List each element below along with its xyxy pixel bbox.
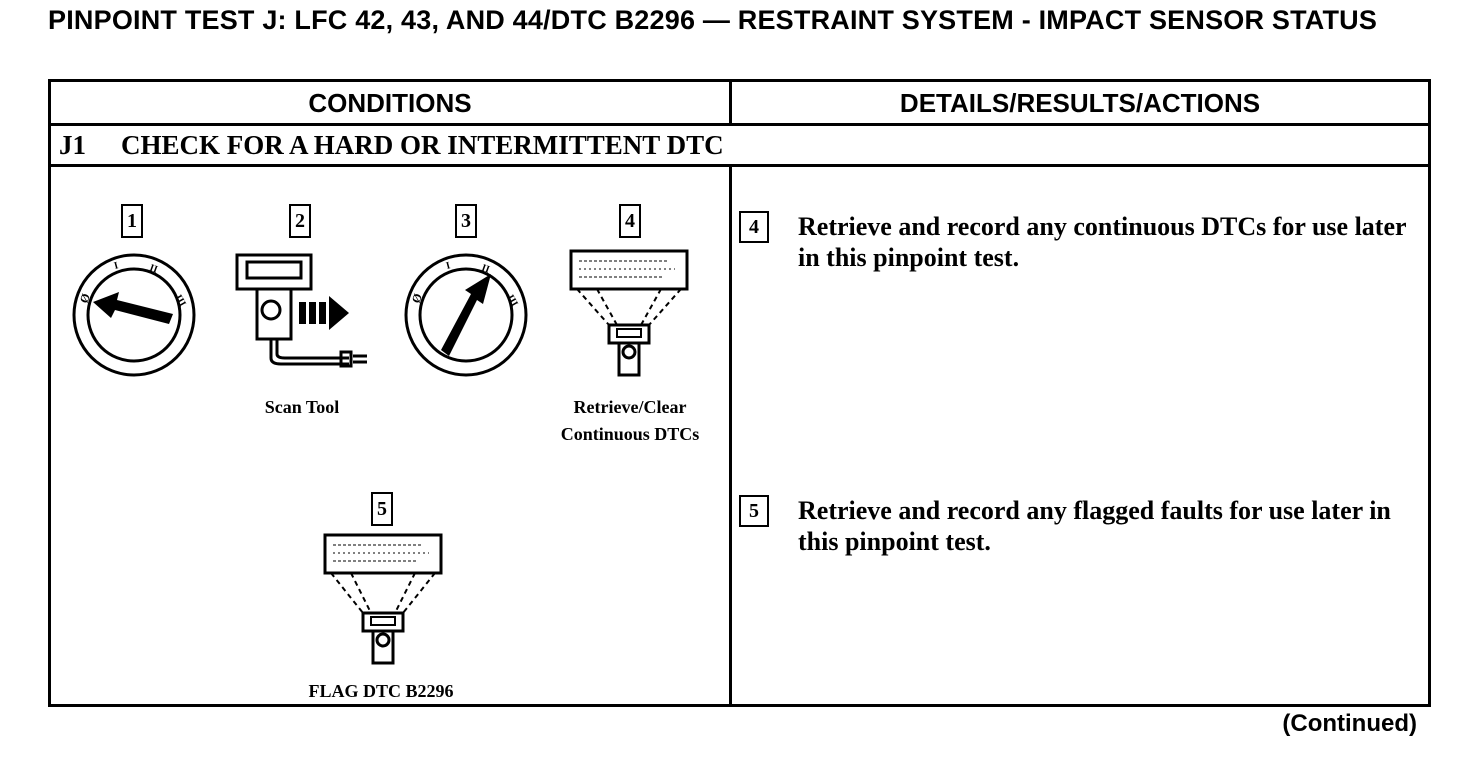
svg-text:II: II — [148, 262, 159, 275]
svg-text:I: I — [113, 260, 120, 272]
condition-number: 2 — [289, 204, 311, 238]
svg-text:Ø: Ø — [77, 291, 93, 305]
ignition-switch-off-icon: Ø I II III — [72, 253, 196, 377]
action-text: Retrieve and record any flagged faults f… — [798, 496, 1391, 556]
table-header-row: CONDITIONS DETAILS/RESULTS/ACTIONS — [51, 82, 1428, 126]
condition-number: 5 — [371, 492, 393, 526]
conditions-header: CONDITIONS — [308, 88, 472, 118]
scan-tool-display-icon — [323, 533, 443, 665]
condition-caption-line: Retrieve/Clear — [573, 397, 687, 417]
step-id: J1 — [59, 130, 86, 160]
svg-text:II: II — [480, 262, 491, 275]
pinpoint-table: CONDITIONS DETAILS/RESULTS/ACTIONS J1 CHE… — [48, 79, 1431, 707]
actions-header: DETAILS/RESULTS/ACTIONS — [899, 88, 1261, 118]
action-item: 4 Retrieve and record any continuous DTC… — [739, 211, 1419, 281]
action-number: 5 — [739, 495, 769, 527]
column-divider — [729, 82, 732, 123]
svg-text:III: III — [504, 293, 519, 309]
condition-caption: Retrieve/Clear Continuous DTCs — [545, 394, 715, 448]
svg-text:Ø: Ø — [409, 291, 425, 305]
condition-number: 1 — [121, 204, 143, 238]
action-item: 5 Retrieve and record any flagged faults… — [739, 495, 1419, 565]
action-number: 4 — [739, 211, 769, 243]
condition-caption-line: Continuous DTCs — [560, 424, 700, 444]
ignition-switch-run-icon: Ø I II III — [404, 253, 528, 377]
action-text: Retrieve and record any continuous DTCs … — [798, 212, 1407, 272]
page-title: PINPOINT TEST J: LFC 42, 43, AND 44/DTC … — [48, 5, 1378, 35]
step-row: J1 CHECK FOR A HARD OR INTERMITTENT DTC — [51, 126, 1428, 167]
continued-label: (Continued) — [1282, 710, 1417, 737]
condition-caption: Scan Tool — [264, 397, 340, 417]
svg-text:I: I — [445, 260, 452, 272]
condition-number: 3 — [455, 204, 477, 238]
step-label: CHECK FOR A HARD OR INTERMITTENT DTC — [121, 130, 724, 160]
column-divider — [729, 167, 732, 707]
svg-text:III: III — [172, 293, 187, 309]
step-heading: J1 CHECK FOR A HARD OR INTERMITTENT DTC — [59, 130, 724, 160]
actions-cell: 4 Retrieve and record any continuous DTC… — [732, 167, 1428, 707]
condition-number: 4 — [619, 204, 641, 238]
scan-tool-connect-icon — [235, 253, 367, 368]
scan-tool-display-icon — [569, 249, 689, 377]
condition-caption: FLAG DTC B2296 — [308, 681, 454, 701]
conditions-cell: 1 Ø I II III 2 Scan Tool — [51, 167, 729, 707]
